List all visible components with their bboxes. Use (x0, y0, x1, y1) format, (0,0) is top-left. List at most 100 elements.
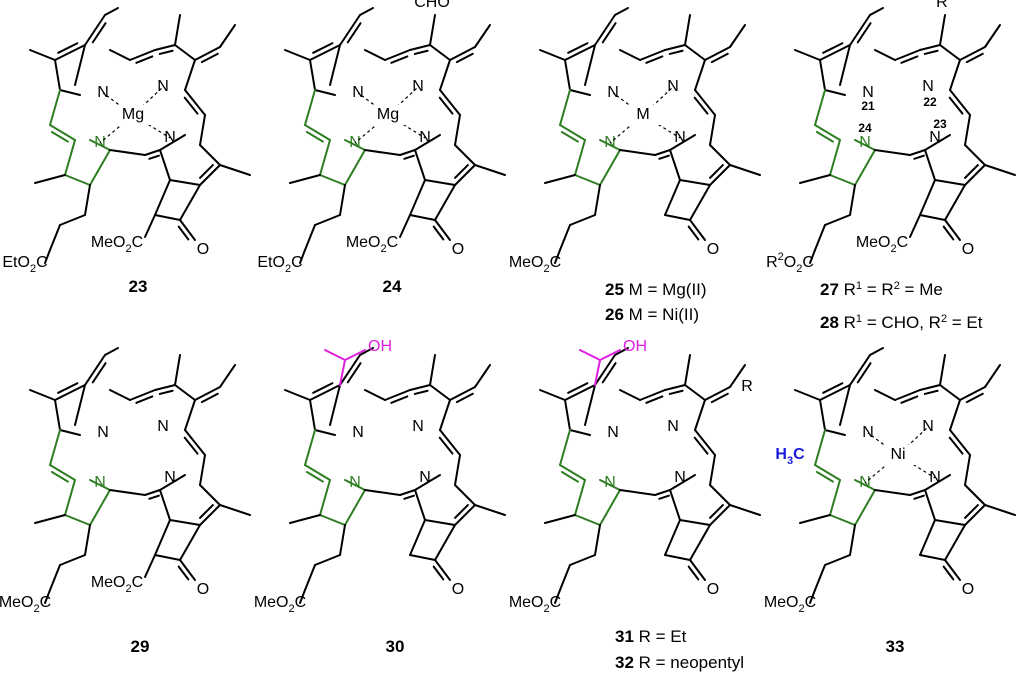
bond (694, 429, 716, 456)
bond (909, 214, 921, 238)
bond (199, 144, 221, 166)
nitrogen-label: N (157, 418, 169, 435)
bond (309, 44, 341, 61)
hydroxyl-label: OH (623, 338, 647, 355)
bond (169, 519, 201, 526)
bond (304, 224, 316, 251)
bond (148, 494, 160, 500)
bond (159, 489, 171, 521)
bond (74, 44, 86, 86)
bond (184, 429, 206, 456)
bond (654, 489, 671, 496)
bond (584, 44, 596, 86)
bond (669, 134, 696, 151)
bond (454, 454, 461, 486)
bond (814, 564, 826, 591)
ester-label: MeO2C (764, 594, 816, 615)
bond (174, 44, 196, 61)
bond (174, 354, 181, 386)
bond (544, 174, 576, 184)
bond (384, 389, 411, 401)
bond (709, 504, 724, 519)
bond (84, 524, 91, 556)
r-label: R (741, 378, 753, 395)
bond (414, 474, 441, 491)
bond (154, 519, 171, 556)
nitrogen-label: N (97, 84, 109, 101)
bond (664, 384, 686, 391)
bond (346, 362, 362, 384)
bond (829, 174, 856, 186)
bond (59, 429, 81, 436)
bond (364, 489, 401, 496)
bond (619, 49, 641, 61)
bond (158, 49, 174, 55)
bond (219, 164, 251, 176)
bond (693, 96, 709, 115)
ketone-oxygen-label: O (197, 241, 209, 258)
ester-label: MeO2C (254, 594, 306, 615)
ester-label: EtO2C (257, 254, 302, 275)
bond (869, 347, 884, 356)
nitrogen-label: N (859, 134, 871, 151)
bond (289, 514, 321, 524)
bond (689, 559, 706, 581)
caption-28: 28 R1 = CHO, R2 = Et (820, 313, 983, 332)
bond (687, 225, 700, 241)
bond (359, 347, 374, 356)
metal-label: Ni (890, 446, 905, 463)
bond (399, 489, 416, 496)
bond (829, 514, 856, 526)
bond (601, 22, 617, 44)
ring-number-label: 24 (858, 121, 872, 135)
bond (84, 14, 106, 46)
bond (704, 46, 731, 61)
bond (944, 524, 966, 561)
bond (219, 24, 236, 48)
bond (567, 42, 589, 54)
bond (154, 214, 181, 221)
bond (874, 149, 911, 156)
bond (948, 96, 964, 115)
bond (474, 364, 491, 388)
bond (44, 249, 51, 264)
bond (693, 436, 709, 455)
bond (854, 139, 876, 151)
bond (909, 149, 926, 156)
bond (312, 382, 334, 394)
bond (645, 395, 664, 404)
bond (869, 7, 884, 16)
bond (569, 214, 596, 226)
nitrogen-label: N (352, 424, 364, 441)
bond (965, 52, 984, 64)
bond (709, 164, 724, 179)
ester-label: MeO2C (509, 254, 561, 275)
bond (429, 354, 436, 386)
bond (709, 114, 716, 146)
bond (344, 139, 366, 151)
bond (900, 55, 919, 64)
bond (913, 494, 925, 500)
nitrogen-label: N (412, 418, 424, 435)
bond (159, 149, 171, 181)
bond (154, 179, 171, 216)
bond (454, 144, 476, 166)
bond (339, 524, 346, 556)
bond (339, 184, 346, 216)
bond (305, 130, 324, 143)
bond (159, 134, 186, 151)
bond (924, 474, 951, 491)
bond (567, 382, 589, 394)
bond (709, 164, 731, 186)
bond (34, 514, 66, 524)
ester-label: MeO2C (346, 234, 398, 255)
bond (413, 49, 429, 55)
nitrogen-label: N (862, 424, 874, 441)
bond (710, 52, 729, 64)
bond (148, 154, 160, 160)
bond (183, 436, 199, 455)
bond (664, 44, 686, 51)
bond (424, 519, 456, 526)
